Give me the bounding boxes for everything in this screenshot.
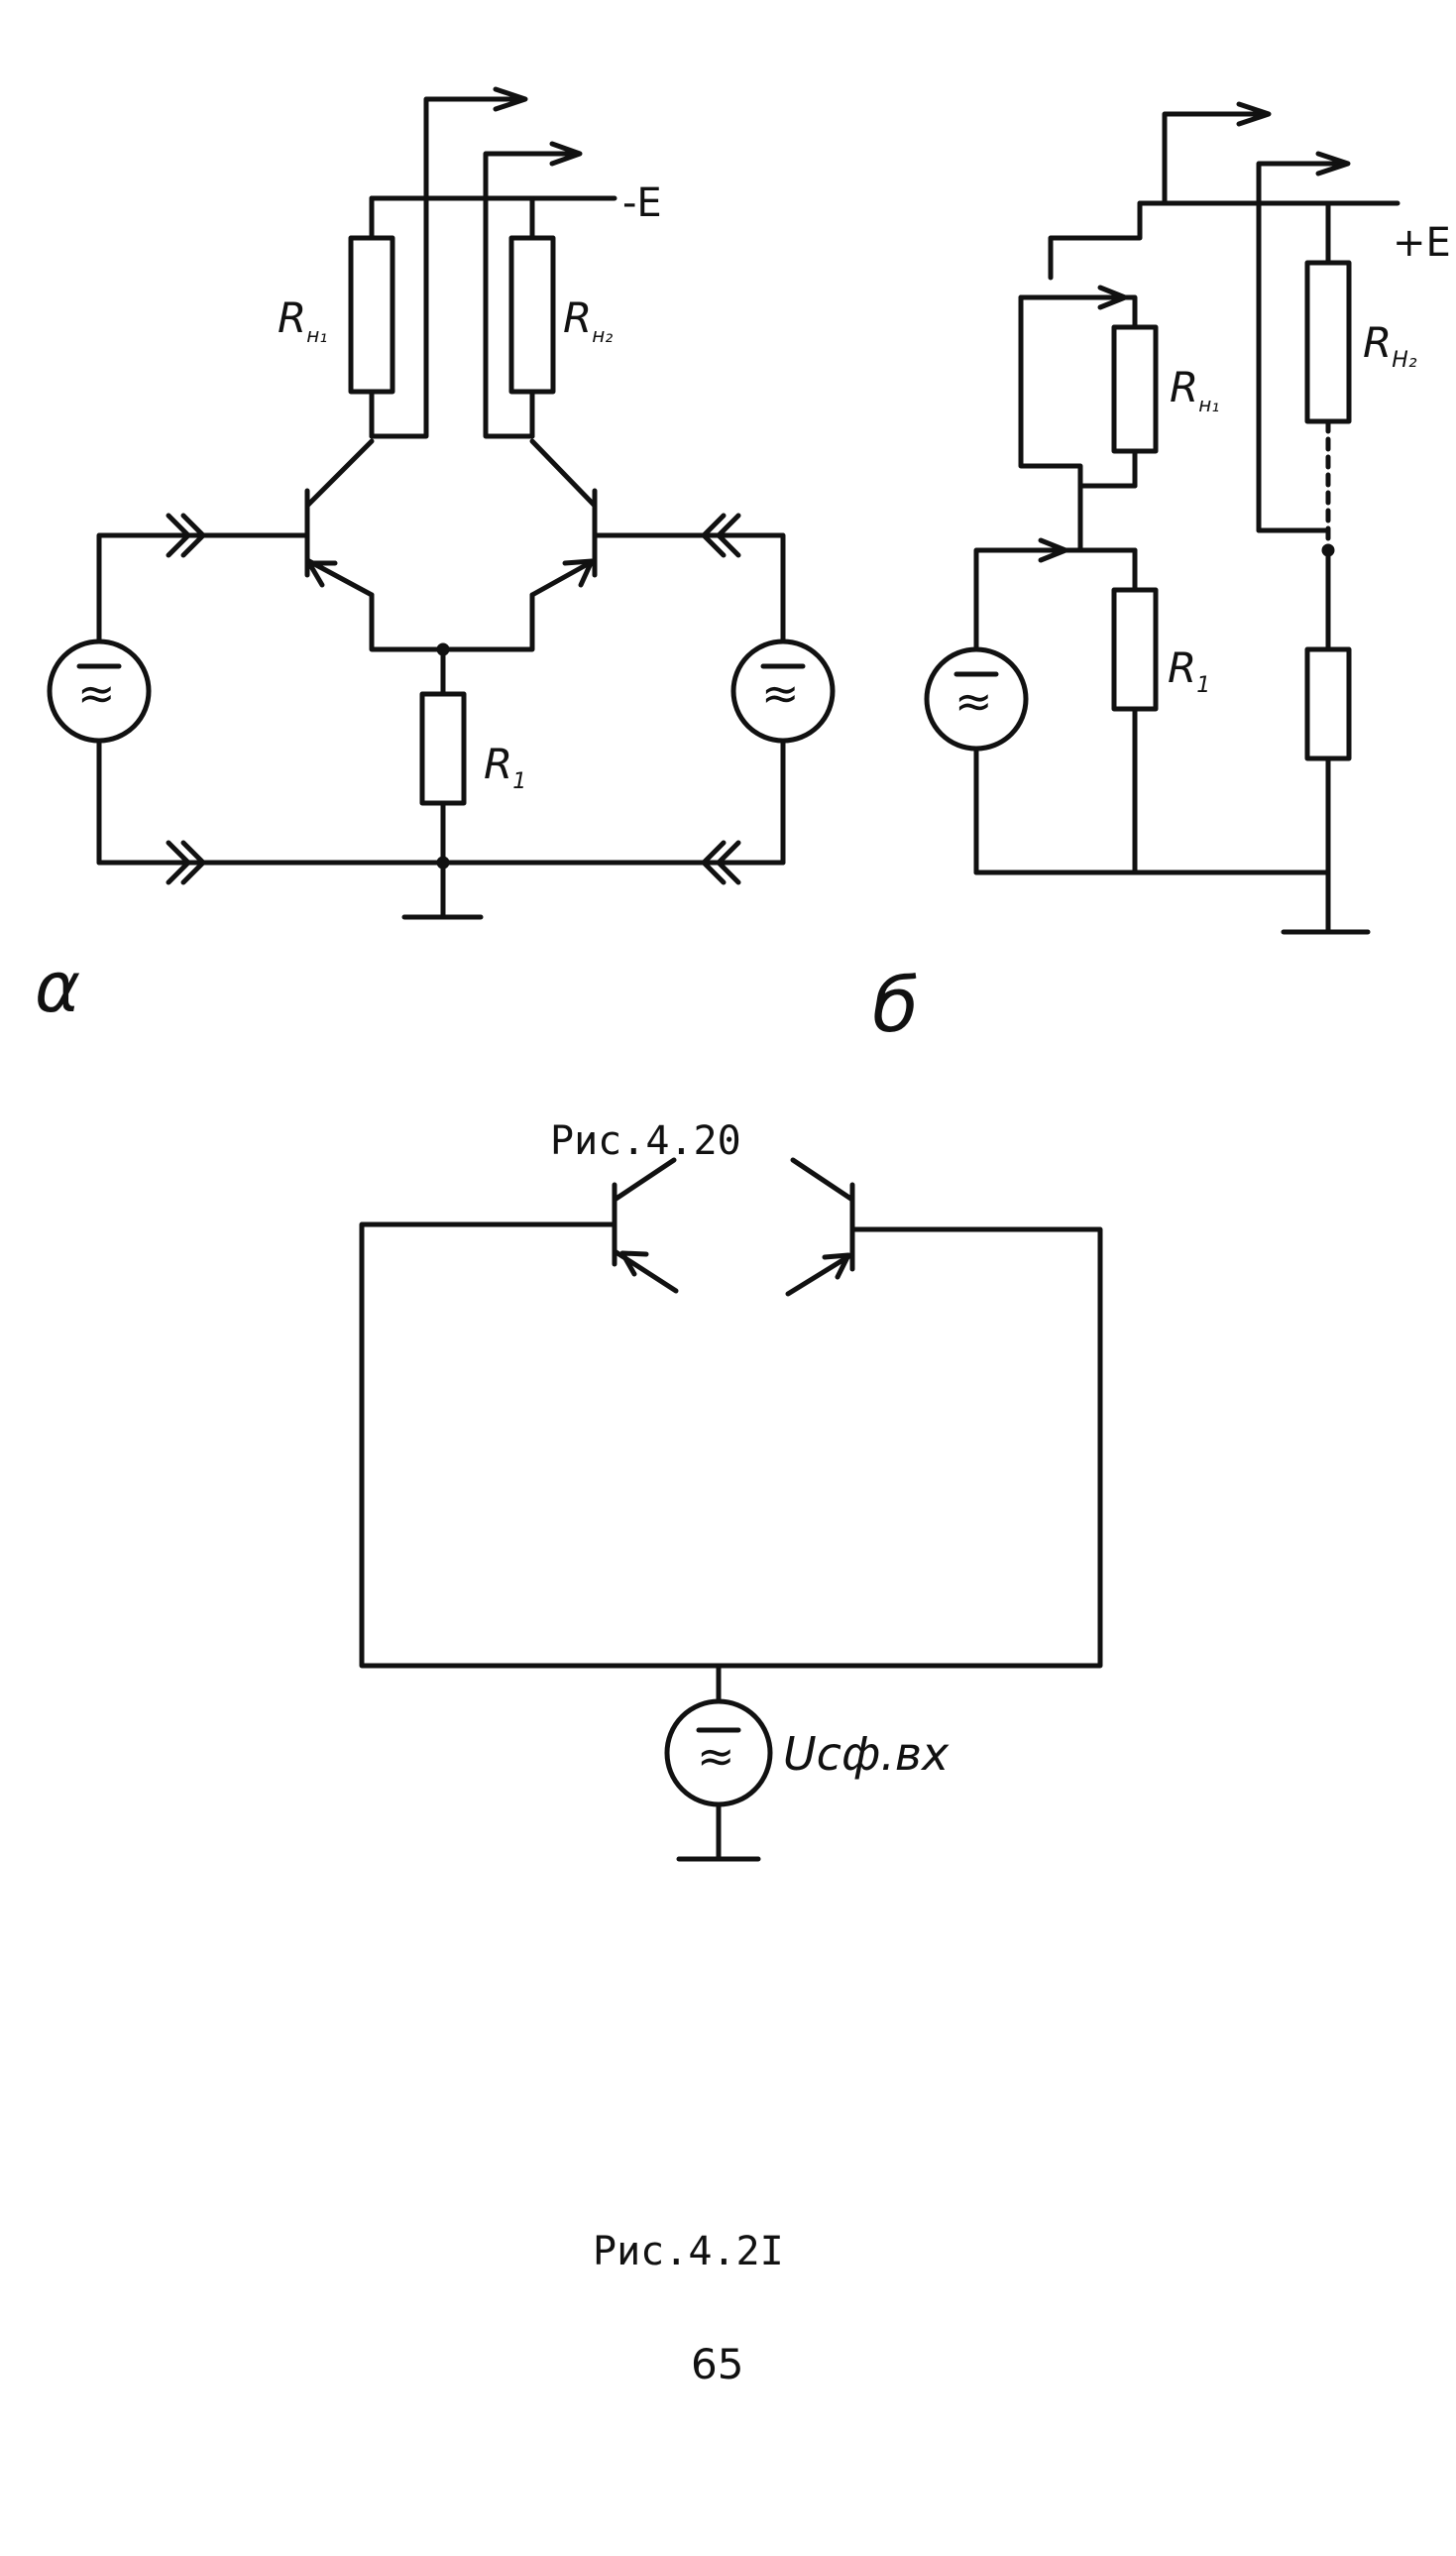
circuit-b	[924, 101, 1400, 935]
transistor-2-a	[529, 438, 598, 598]
load-resistor-1-a	[348, 195, 395, 439]
output-line-1-b	[1048, 200, 1143, 281]
transistor-left-4-21	[612, 1157, 679, 1294]
left-base-line	[359, 1221, 1103, 1669]
r1-resistor-b	[1077, 483, 1159, 875]
figure-caption-4-21: Рис.4.2I	[593, 2229, 784, 2274]
output-arrow-2-b	[1315, 151, 1351, 176]
r1-label-b: R1	[1168, 643, 1210, 698]
figure-caption-4-20-text: Рис.4.20	[550, 1118, 741, 1164]
circuit-4-21	[359, 1157, 1103, 1862]
signal-source-right-a	[592, 513, 836, 885]
supply-label-a: -E	[622, 180, 662, 226]
source-label-4-21: Uсф.вх	[783, 1727, 950, 1781]
r1-resistor-a	[419, 646, 467, 866]
load-resistor-1-b	[1018, 285, 1159, 489]
output-arrow-1-a	[493, 86, 528, 112]
signal-source-b	[924, 547, 1083, 875]
source-symbol-4-21: ≈	[697, 1729, 735, 1783]
load2-label-b: RH₂	[1363, 318, 1417, 373]
source-symbol-b: ≈	[954, 674, 993, 728]
r1-label-a: R1	[484, 740, 526, 794]
output-line-2-a	[483, 151, 578, 439]
circuit-a	[47, 86, 836, 920]
supply-label-b: +E	[1393, 220, 1451, 266]
output-1-b	[1162, 111, 1267, 206]
transistor-right-4-21	[785, 1157, 855, 1297]
load2-label-a: Rн₂	[563, 293, 613, 347]
panel-label-a: α	[35, 947, 80, 1028]
load1-label-b: Rн₁	[1170, 363, 1219, 416]
source-symbol-left-a: ≈	[77, 666, 116, 720]
output-line-1-a	[369, 96, 523, 439]
signal-source-left-a	[47, 513, 310, 885]
output-arrow-2-a	[549, 141, 583, 167]
load1-label-a: Rн₁	[278, 293, 327, 347]
transistor-1-a	[304, 438, 375, 598]
output-line-2-b	[1256, 161, 1346, 533]
load-resistor-2-a	[508, 195, 556, 439]
panel-label-b: б	[872, 961, 919, 1049]
page-number: 65	[691, 2340, 744, 2388]
bottom-resistor-b	[1304, 547, 1352, 935]
emitter-node-a	[369, 592, 535, 652]
source-symbol-right-a: ≈	[761, 666, 800, 720]
load-resistor-2-b	[1304, 200, 1352, 557]
output-arrow-1-b	[1236, 101, 1272, 127]
